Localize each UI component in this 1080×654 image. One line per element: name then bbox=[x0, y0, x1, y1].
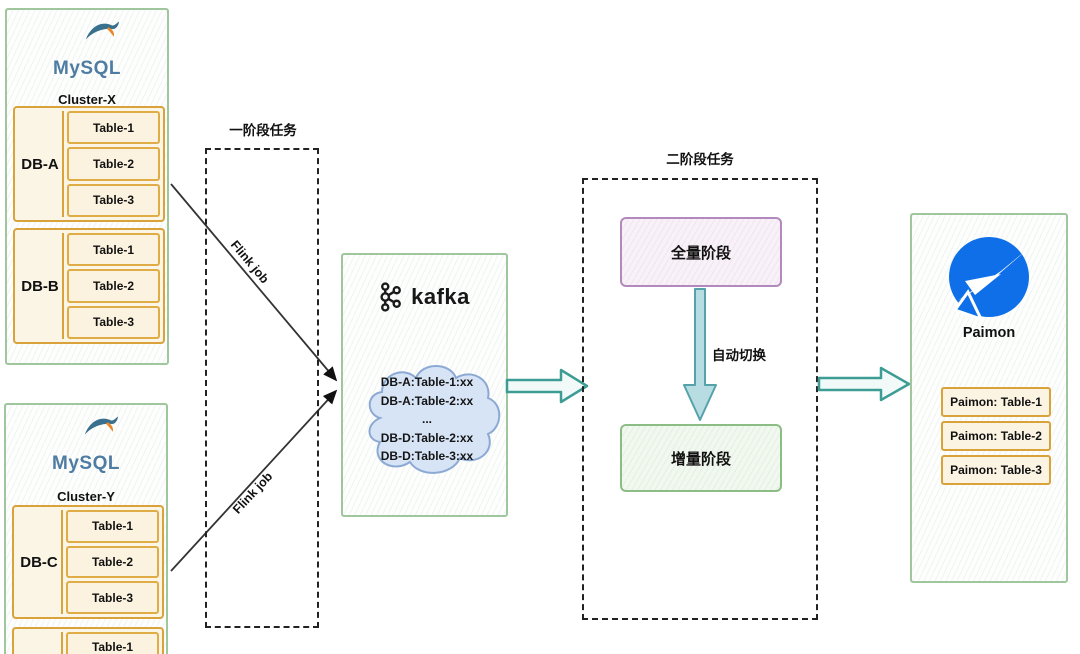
table-row: Table-1 bbox=[66, 632, 159, 654]
mysql-logo: MySQL bbox=[6, 413, 166, 477]
paimon-container: Paimon Paimon: Table-1 Paimon: Table-2 P… bbox=[910, 213, 1068, 583]
db-name: DB-A bbox=[18, 111, 64, 217]
kafka-container: kafka DB-A:Table-1:xx DB-A:Table-2:xx ..… bbox=[341, 253, 508, 517]
db-c-group: DB-C Table-1 Table-2 Table-3 bbox=[12, 505, 164, 619]
incremental-phase-box: 增量阶段 bbox=[620, 424, 782, 492]
paimon-table-row: Paimon: Table-1 bbox=[941, 387, 1051, 417]
db-table-list: Table-1 bbox=[66, 632, 159, 654]
topic-line: ... bbox=[421, 412, 432, 426]
kafka-logo: kafka bbox=[343, 281, 506, 313]
kafka-topics-cloud: DB-A:Table-1:xx DB-A:Table-2:xx ... DB-D… bbox=[352, 350, 502, 488]
paimon-table-row: Paimon: Table-3 bbox=[941, 455, 1051, 485]
paimon-logo-icon bbox=[949, 237, 1029, 322]
stage2-title: 二阶段任务 bbox=[666, 152, 734, 167]
cloud-shape bbox=[368, 365, 501, 474]
paimon-name: Paimon bbox=[962, 325, 1016, 341]
db-name: DB-B bbox=[18, 233, 64, 339]
mysql-dolphin-icon bbox=[85, 21, 120, 40]
table-row: Table-1 bbox=[67, 111, 160, 145]
mysql-logo: MySQL bbox=[7, 18, 167, 82]
db-partial-group: Table-1 bbox=[12, 627, 164, 654]
auto-switch-arrow bbox=[683, 288, 717, 421]
table-row: Table-2 bbox=[66, 545, 159, 579]
kafka-topic-lines: DB-A:Table-1:xx DB-A:Table-2:xx ... DB-D… bbox=[352, 373, 502, 466]
mysql-dolphin-icon bbox=[84, 416, 119, 435]
db-table-list: Table-1 Table-2 Table-3 bbox=[66, 510, 159, 615]
mysql-logo-text: MySQL bbox=[53, 58, 121, 79]
table-row: Table-1 bbox=[66, 510, 159, 543]
cluster-name: Cluster-X bbox=[58, 92, 116, 107]
cluster-y-container: MySQL Cluster-Y DB-C Table-1 Table-2 Tab… bbox=[4, 403, 168, 654]
stage1-dashed-box bbox=[205, 148, 319, 628]
db-name: DB-C bbox=[17, 510, 63, 614]
auto-switch-label: 自动切换 bbox=[712, 348, 766, 363]
table-row: Table-3 bbox=[66, 581, 159, 615]
arrow-stage2-to-paimon bbox=[817, 366, 911, 402]
full-phase-box: 全量阶段 bbox=[620, 217, 782, 287]
db-a-group: DB-A Table-1 Table-2 Table-3 bbox=[13, 106, 165, 222]
topic-line: DB-D:Table-3:xx bbox=[380, 449, 474, 463]
cluster-name: Cluster-Y bbox=[57, 489, 115, 504]
topic-line: DB-A:Table-1:xx bbox=[380, 375, 474, 389]
kafka-icon bbox=[380, 282, 402, 312]
table-row: Table-2 bbox=[67, 147, 160, 181]
topic-line: DB-A:Table-2:xx bbox=[380, 393, 474, 408]
topic-line: DB-D:Table-2:xx bbox=[380, 430, 474, 445]
paimon-table-row: Paimon: Table-2 bbox=[941, 421, 1051, 451]
kafka-logo-text: kafka bbox=[411, 284, 470, 309]
paimon-table-list: Paimon: Table-1 Paimon: Table-2 Paimon: … bbox=[941, 387, 1051, 485]
arrow-kafka-to-stage2 bbox=[505, 368, 589, 404]
stage1-title: 一阶段任务 bbox=[229, 123, 297, 138]
db-table-list: Table-1 Table-2 Table-3 bbox=[67, 233, 160, 339]
table-row: Table-1 bbox=[67, 233, 160, 267]
cluster-x-container: MySQL Cluster-X DB-A Table-1 Table-2 Tab… bbox=[5, 8, 169, 365]
table-row: Table-2 bbox=[67, 269, 160, 303]
db-name bbox=[17, 632, 63, 654]
table-row: Table-3 bbox=[67, 305, 160, 339]
db-table-list: Table-1 Table-2 Table-3 bbox=[67, 111, 160, 217]
db-b-group: DB-B Table-1 Table-2 Table-3 bbox=[13, 228, 165, 344]
mysql-logo-text: MySQL bbox=[52, 453, 120, 474]
table-row: Table-3 bbox=[67, 183, 160, 217]
stage2-dashed-box bbox=[582, 178, 818, 620]
